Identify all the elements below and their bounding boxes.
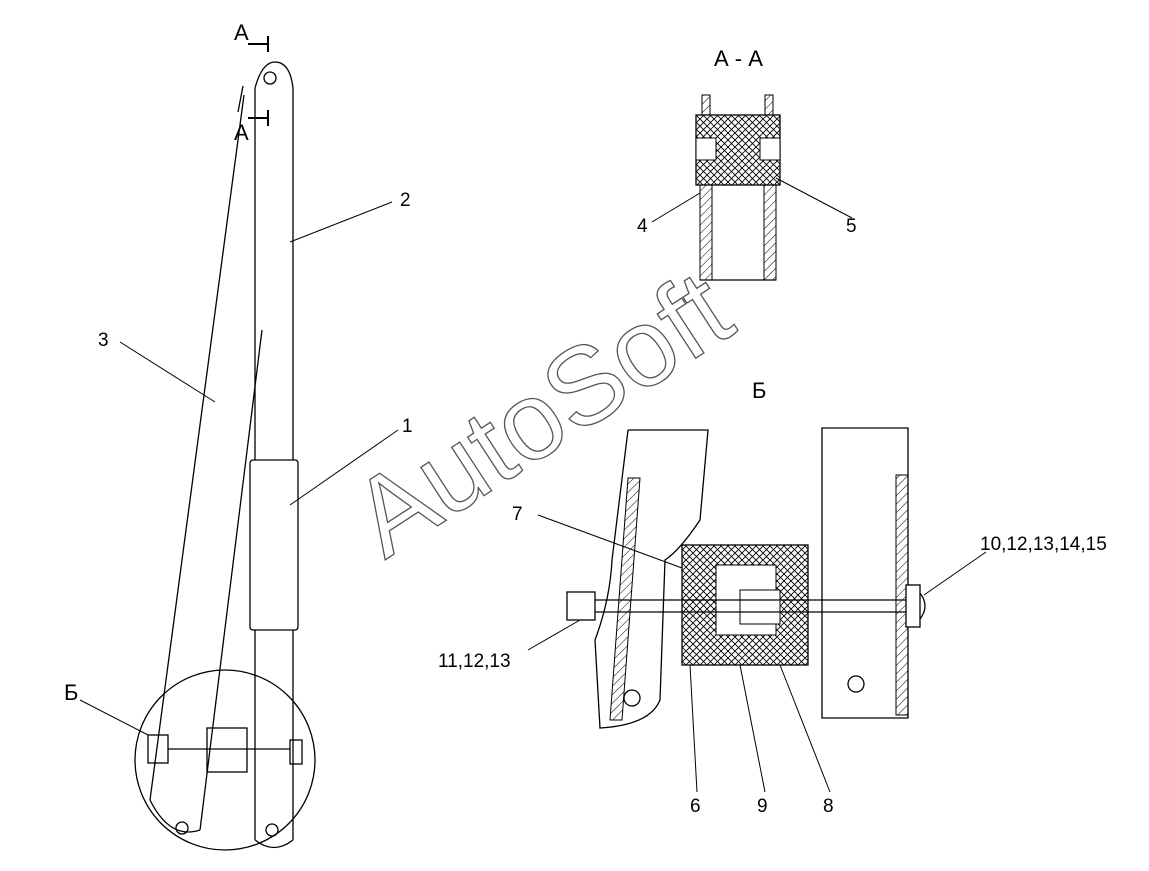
part-label-9: 9 (757, 796, 768, 817)
part-label-7: 7 (512, 504, 523, 525)
detail-b-view: Б 7 11,12,13 6 9 8 10,12,13,14,15 (438, 378, 1107, 817)
part-label-4: 4 (637, 216, 648, 237)
watermark: AutoSoft (331, 247, 752, 580)
part-label-6: 6 (690, 796, 701, 817)
detail-callout-label: Б (64, 680, 78, 705)
strut-labels: А А 2 3 1 Б (64, 20, 413, 705)
part-label-group-left: 11,12,13 (438, 651, 511, 672)
section-a-a-view: А - А 4 5 (637, 46, 857, 281)
cut-mark-top: А (234, 20, 249, 45)
section-a-a-title: А - А (714, 46, 763, 71)
part-label-3: 3 (98, 330, 109, 351)
cut-mark-bottom: А (234, 120, 249, 145)
part-label-2: 2 (400, 190, 411, 211)
main-strut-view (79, 36, 399, 851)
part-label-8: 8 (823, 796, 834, 817)
part-label-group-right: 10,12,13,14,15 (980, 534, 1107, 555)
part-label-1: 1 (402, 416, 413, 437)
part-label-5: 5 (846, 216, 857, 237)
detail-b-title: Б (752, 378, 766, 403)
